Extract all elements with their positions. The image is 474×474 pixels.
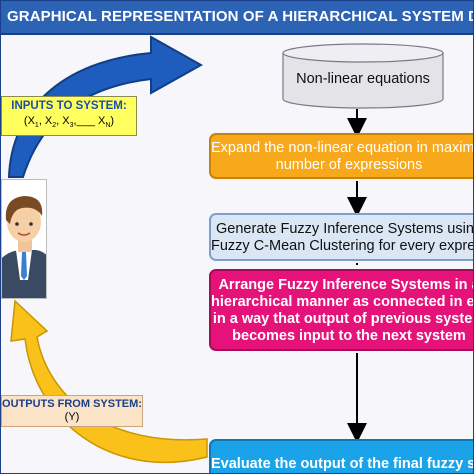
expand-step-box: Expand the non-linear equation in maximu…: [209, 133, 474, 179]
outputs-value: (Y): [64, 411, 80, 423]
diagram-title: GRAPHICAL REPRESENTATION OF A HIERARCHIC…: [7, 8, 473, 25]
generate-step-line: Fuzzy C-Mean Clustering for every expres…: [211, 238, 474, 254]
equations-label: Non-linear equations: [296, 71, 430, 87]
inputs-title: INPUTS TO SYSTEM:: [11, 100, 127, 112]
user-avatar: [1, 179, 47, 299]
outputs-box: OUTPUTS FROM SYSTEM: (Y): [1, 395, 143, 427]
generate-step-box: Generate Fuzzy Inference Systems using F…: [209, 213, 474, 261]
inputs-box: INPUTS TO SYSTEM: (X1, X2, X3,___ XN): [1, 96, 137, 136]
expand-step-line: number of expressions: [275, 157, 423, 173]
evaluate-step-line: Evaluate the output of the final fuzzy s…: [211, 456, 473, 472]
inputs-variables: (X1, X2, X3,___ XN): [23, 115, 115, 130]
outputs-title: OUTPUTS FROM SYSTEM:: [2, 398, 142, 410]
title-bar: GRAPHICAL REPRESENTATION OF A HIERARCHIC…: [1, 1, 473, 35]
evaluate-step-box: Evaluate the output of the final fuzzy s…: [209, 439, 473, 473]
equations-cylinder: [282, 43, 444, 109]
arrange-step-box: Arrange Fuzzy Inference Systems in a hie…: [209, 269, 474, 351]
arrange-step-line: in a way that output of previous system: [212, 311, 474, 327]
expand-step-line: Expand the non-linear equation in maximu…: [211, 140, 474, 156]
arrange-step-line: Arrange Fuzzy Inference Systems in a: [218, 277, 474, 293]
generate-step-line: Generate Fuzzy Inference Systems using: [216, 221, 474, 237]
person-icon: [2, 196, 46, 298]
arrange-step-line: hierarchical manner as connected in equa…: [211, 294, 474, 310]
output-arrow: [10, 299, 208, 463]
arrange-step-line: becomes input to the next system: [232, 328, 466, 344]
